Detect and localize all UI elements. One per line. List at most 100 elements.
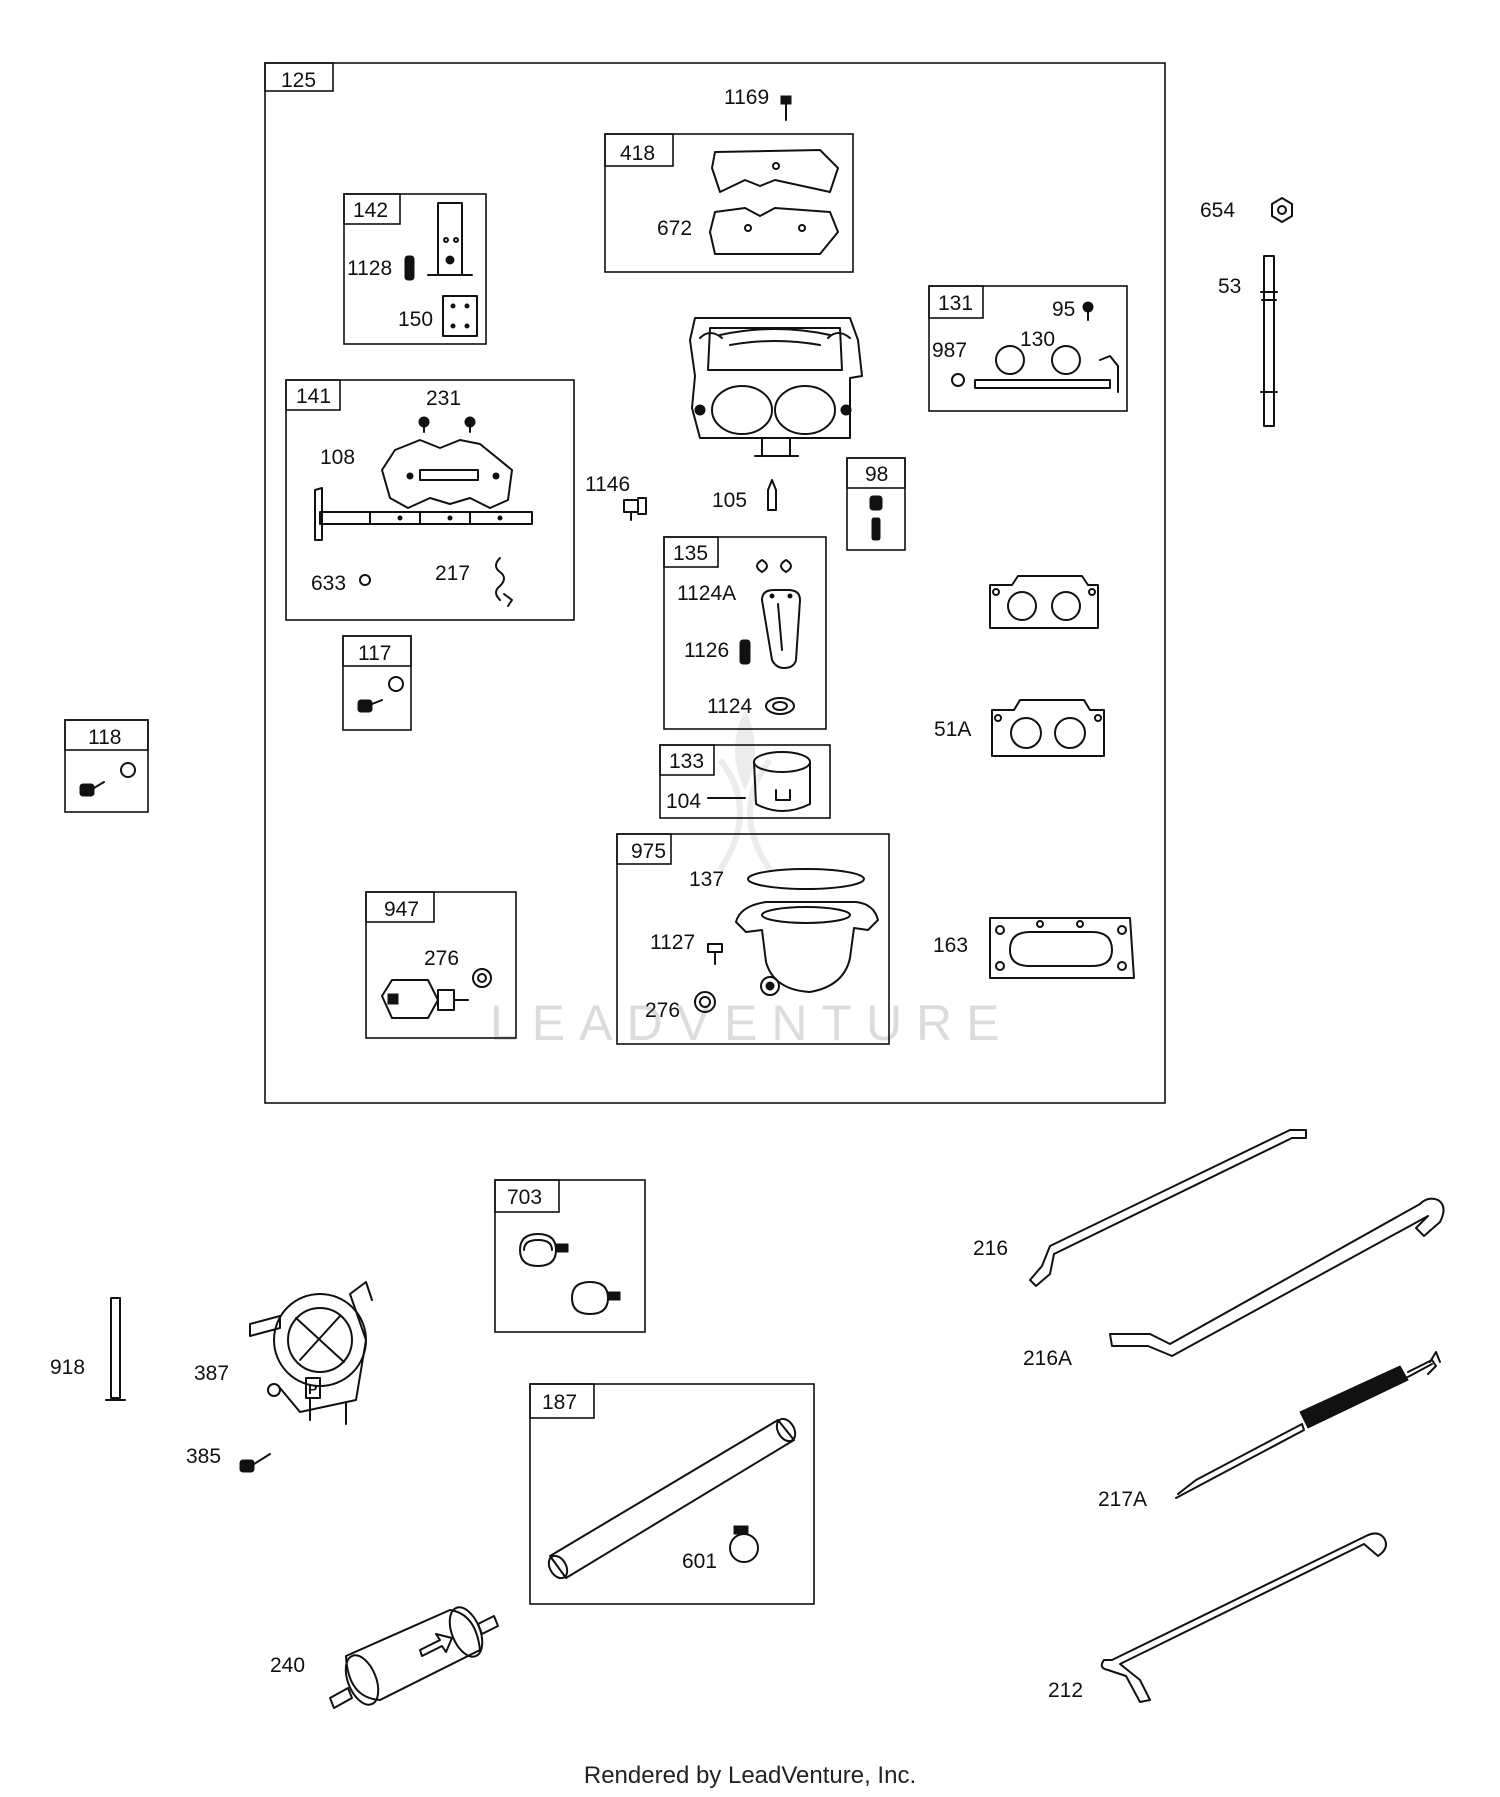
- part-1124-gasket[interactable]: 1124: [707, 695, 795, 718]
- kit-118-box: 118: [64, 719, 149, 813]
- part-label-385: 385: [186, 1445, 221, 1468]
- part-133-float-bowl-seat[interactable]: [753, 751, 811, 812]
- part-117-screw-washer[interactable]: [357, 676, 404, 713]
- part-947-fuel-solenoid[interactable]: [381, 979, 469, 1019]
- carburetor-assembly[interactable]: [689, 317, 863, 457]
- part-label-1146: 1146: [585, 473, 630, 496]
- part-654-nut[interactable]: 654: [1200, 197, 1293, 223]
- kit-label-418: 418: [620, 142, 655, 165]
- kit-117-box: 117: [342, 635, 412, 731]
- part-163-gasket[interactable]: 163: [933, 917, 1135, 979]
- part-118-screw-washer[interactable]: [79, 762, 136, 797]
- part-987-clip[interactable]: 987: [932, 339, 967, 387]
- part-label-601: 601: [682, 1550, 717, 1573]
- part-95-screw[interactable]: 95: [1052, 298, 1094, 321]
- part-gasket-upper[interactable]: [989, 575, 1099, 629]
- part-212-rod[interactable]: 212: [1048, 1532, 1387, 1703]
- part-label-231: 231: [426, 387, 461, 410]
- kit-label-125: 125: [281, 69, 316, 92]
- part-1128-screw[interactable]: 1128: [347, 255, 415, 281]
- kit-label-133: 133: [669, 750, 704, 773]
- part-label-240: 240: [270, 1654, 305, 1677]
- part-label-217: 217: [435, 562, 470, 585]
- part-217-spring[interactable]: 217: [435, 557, 513, 607]
- part-label-216A: 216A: [1023, 1347, 1072, 1370]
- part-231-screw[interactable]: 231: [418, 387, 476, 433]
- part-975-float-bowl[interactable]: [735, 901, 879, 996]
- kit-label-142: 142: [353, 199, 388, 222]
- kit-142-box: 142: [343, 193, 487, 345]
- part-label-163: 163: [933, 934, 968, 957]
- part-label-130: 130: [1020, 328, 1055, 351]
- kit-label-135: 135: [673, 542, 708, 565]
- part-label-1127: 1127: [650, 931, 695, 954]
- part-385-screw[interactable]: 385: [186, 1445, 271, 1473]
- kit-label-187: 187: [542, 1391, 577, 1414]
- part-label-1169: 1169: [724, 86, 769, 109]
- part-label-105: 105: [712, 489, 747, 512]
- kit-label-118: 118: [88, 726, 121, 749]
- part-label-987: 987: [932, 339, 967, 362]
- kit-131-box: 131: [928, 285, 1128, 412]
- part-703-hose-clamps[interactable]: [519, 1233, 621, 1315]
- part-150-plate[interactable]: 150: [398, 295, 478, 337]
- part-label-1128: 1128: [347, 257, 392, 280]
- part-51A-gasket[interactable]: 51A: [934, 699, 1105, 757]
- kit-133-box: 133: [659, 744, 831, 819]
- footer-credit: Rendered by LeadVenture, Inc.: [583, 1762, 917, 1789]
- part-137-o-ring[interactable]: 137: [689, 868, 865, 891]
- kit-125-box: 125: [264, 62, 1166, 1104]
- kit-418-box: 418: [604, 133, 854, 273]
- kit-label-703: 703: [507, 1186, 542, 1209]
- part-672-gasket[interactable]: 672: [657, 149, 839, 255]
- part-label-108: 108: [320, 446, 355, 469]
- part-130-throttle-shaft[interactable]: 130: [974, 328, 1119, 393]
- part-label-1126: 1126: [684, 639, 729, 662]
- part-240-fuel-filter[interactable]: 240: [270, 1603, 499, 1710]
- part-1124A-float[interactable]: 1124A: [677, 559, 801, 669]
- part-216A-rod[interactable]: 216A: [1023, 1197, 1445, 1370]
- part-label-217A: 217A: [1098, 1488, 1147, 1511]
- part-187-fuel-line[interactable]: [545, 1416, 799, 1582]
- part-label-654: 654: [1200, 199, 1235, 222]
- part-108-choke-plate[interactable]: 108: [320, 439, 513, 509]
- pump-p-mark: P: [308, 1381, 317, 1397]
- part-105-needle[interactable]: 105: [712, 479, 777, 512]
- part-104-pin[interactable]: 104: [666, 790, 746, 813]
- part-label-216: 216: [973, 1237, 1008, 1260]
- part-276-washer-bowl[interactable]: 276: [645, 991, 716, 1022]
- part-1146-screw[interactable]: 1146: [585, 473, 647, 521]
- kit-label-98: 98: [865, 463, 888, 486]
- part-601-hose-clamp[interactable]: 601: [682, 1525, 759, 1573]
- part-label-150: 150: [398, 308, 433, 331]
- part-918-dipstick-tube[interactable]: 918: [50, 1297, 126, 1401]
- kit-label-947: 947: [384, 898, 419, 921]
- part-label-212: 212: [1048, 1679, 1083, 1702]
- part-label-1124A: 1124A: [677, 582, 736, 605]
- part-633-clip[interactable]: 633: [311, 572, 371, 595]
- kit-label-975: 975: [631, 840, 666, 863]
- part-1169-screw[interactable]: 1169: [724, 86, 792, 121]
- part-217A-spring[interactable]: 217A: [1098, 1351, 1441, 1511]
- part-label-633: 633: [311, 572, 346, 595]
- part-141-shaft[interactable]: [314, 487, 533, 541]
- part-276-washer-solenoid[interactable]: 276: [424, 947, 492, 988]
- part-1126-screw[interactable]: 1126: [684, 639, 751, 665]
- part-label-53: 53: [1218, 275, 1241, 298]
- kit-141-box: 141: [285, 379, 575, 621]
- part-387-fuel-pump[interactable]: 387 P: [194, 1281, 373, 1425]
- kit-label-117: 117: [358, 642, 391, 665]
- kit-975-box: 975: [616, 833, 890, 1045]
- part-142-bracket[interactable]: [427, 202, 473, 276]
- part-label-1124: 1124: [707, 695, 752, 718]
- part-98-jet[interactable]: [869, 495, 883, 541]
- part-label-672: 672: [657, 217, 692, 240]
- part-53-stud[interactable]: 53: [1218, 255, 1278, 427]
- kit-187-box: 187: [529, 1383, 815, 1605]
- part-label-104: 104: [666, 790, 701, 813]
- part-1127-screw[interactable]: 1127: [650, 931, 723, 965]
- kit-98-box: 98: [846, 457, 906, 551]
- part-216-rod[interactable]: 216: [973, 1129, 1307, 1287]
- kit-703-box: 703: [494, 1179, 646, 1333]
